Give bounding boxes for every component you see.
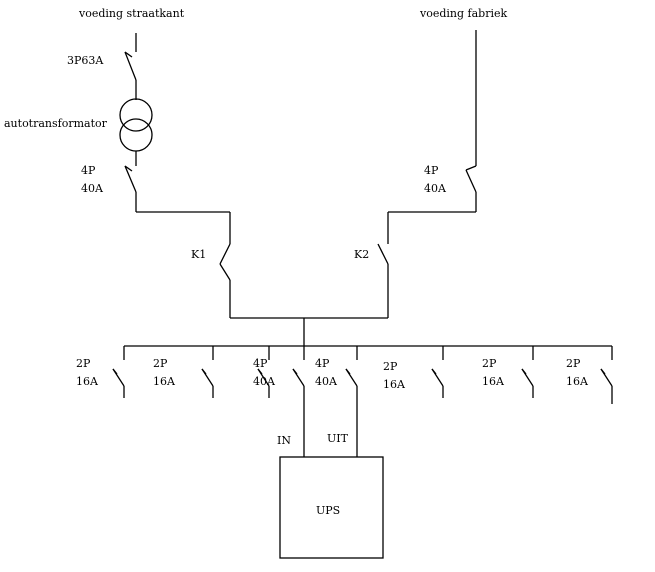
feeder-breaker-8 bbox=[600, 346, 613, 404]
factory-breaker-rating: 40A bbox=[424, 182, 446, 195]
feeder-5-rating: 16A bbox=[383, 378, 405, 391]
ups-box bbox=[279, 456, 384, 559]
street-breaker-rating: 40A bbox=[81, 182, 103, 195]
feeder-breaker-6 bbox=[431, 346, 444, 398]
feeder-7-poles: 2P bbox=[566, 357, 581, 370]
autotransformer-label: autotransformator bbox=[4, 117, 107, 130]
feeder-1-rating: 16A bbox=[76, 375, 98, 388]
main-breaker-label: 3P63A bbox=[67, 54, 104, 67]
breaker-street-4p40a bbox=[124, 165, 137, 212]
contactor-k2 bbox=[377, 243, 389, 318]
feeder-5-poles: 2P bbox=[383, 360, 398, 373]
contactor-k1 bbox=[219, 243, 231, 318]
feeder-2-rating: 16A bbox=[153, 375, 175, 388]
feeder-breaker-5 bbox=[345, 346, 358, 457]
feeder-4-rating: 40A bbox=[315, 375, 337, 388]
feeder-4-poles: 4P bbox=[315, 357, 330, 370]
feeder-breaker-2 bbox=[201, 346, 214, 398]
k1-label: K1 bbox=[191, 248, 207, 261]
feeder-6-rating: 16A bbox=[482, 375, 504, 388]
feeder-3-poles: 4P bbox=[253, 357, 268, 370]
breaker-3p63a bbox=[124, 51, 137, 100]
street-supply-label: voeding straatkant bbox=[79, 7, 185, 20]
breaker-factory-4p40a bbox=[465, 165, 477, 212]
ups-in-label: IN bbox=[277, 434, 291, 447]
feeder-2-poles: 2P bbox=[153, 357, 168, 370]
feeder-1-poles: 2P bbox=[76, 357, 91, 370]
feeder-breaker-1 bbox=[112, 346, 125, 398]
feeder-breaker-3 bbox=[257, 346, 270, 398]
street-breaker-poles: 4P bbox=[81, 164, 96, 177]
feeder-breaker-4 bbox=[292, 346, 305, 457]
feeder-3-rating: 40A bbox=[253, 375, 275, 388]
factory-supply-label: voeding fabriek bbox=[420, 7, 508, 20]
feeder-breaker-7 bbox=[521, 346, 534, 398]
feeder-7-rating: 16A bbox=[566, 375, 588, 388]
ups-out-label: UIT bbox=[327, 432, 348, 445]
autotransformer-symbol bbox=[119, 98, 153, 166]
factory-breaker-poles: 4P bbox=[424, 164, 439, 177]
ups-label: UPS bbox=[316, 504, 341, 517]
feeder-6-poles: 2P bbox=[482, 357, 497, 370]
k2-label: K2 bbox=[354, 248, 370, 261]
